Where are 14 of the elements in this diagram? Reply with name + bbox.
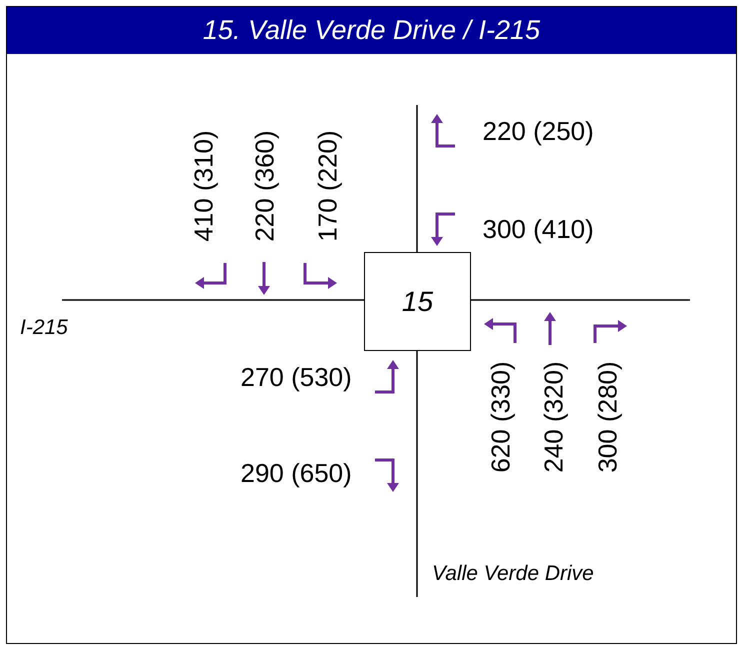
traffic-volume: 300 (280) [594,361,620,473]
traffic-volume: 170 (220) [314,130,340,242]
traffic-volume: 620 (330) [487,361,514,473]
intersection-box: 15 [364,252,471,351]
title-bar: 15. Valle Verde Drive / I-215 [7,7,736,54]
traffic-volume: 410 (310) [190,130,216,242]
traffic-volume: 220 (360) [251,130,278,242]
traffic-volume: 300 (410) [482,216,594,242]
traffic-volume: 240 (320) [540,361,566,473]
traffic-volume: 270 (530) [240,364,352,390]
traffic-volume: 220 (250) [482,118,594,144]
road-name: Valle Verde Drive [432,562,594,584]
traffic-volume: 290 (650) [240,460,352,486]
road-name: I-215 [20,316,68,338]
